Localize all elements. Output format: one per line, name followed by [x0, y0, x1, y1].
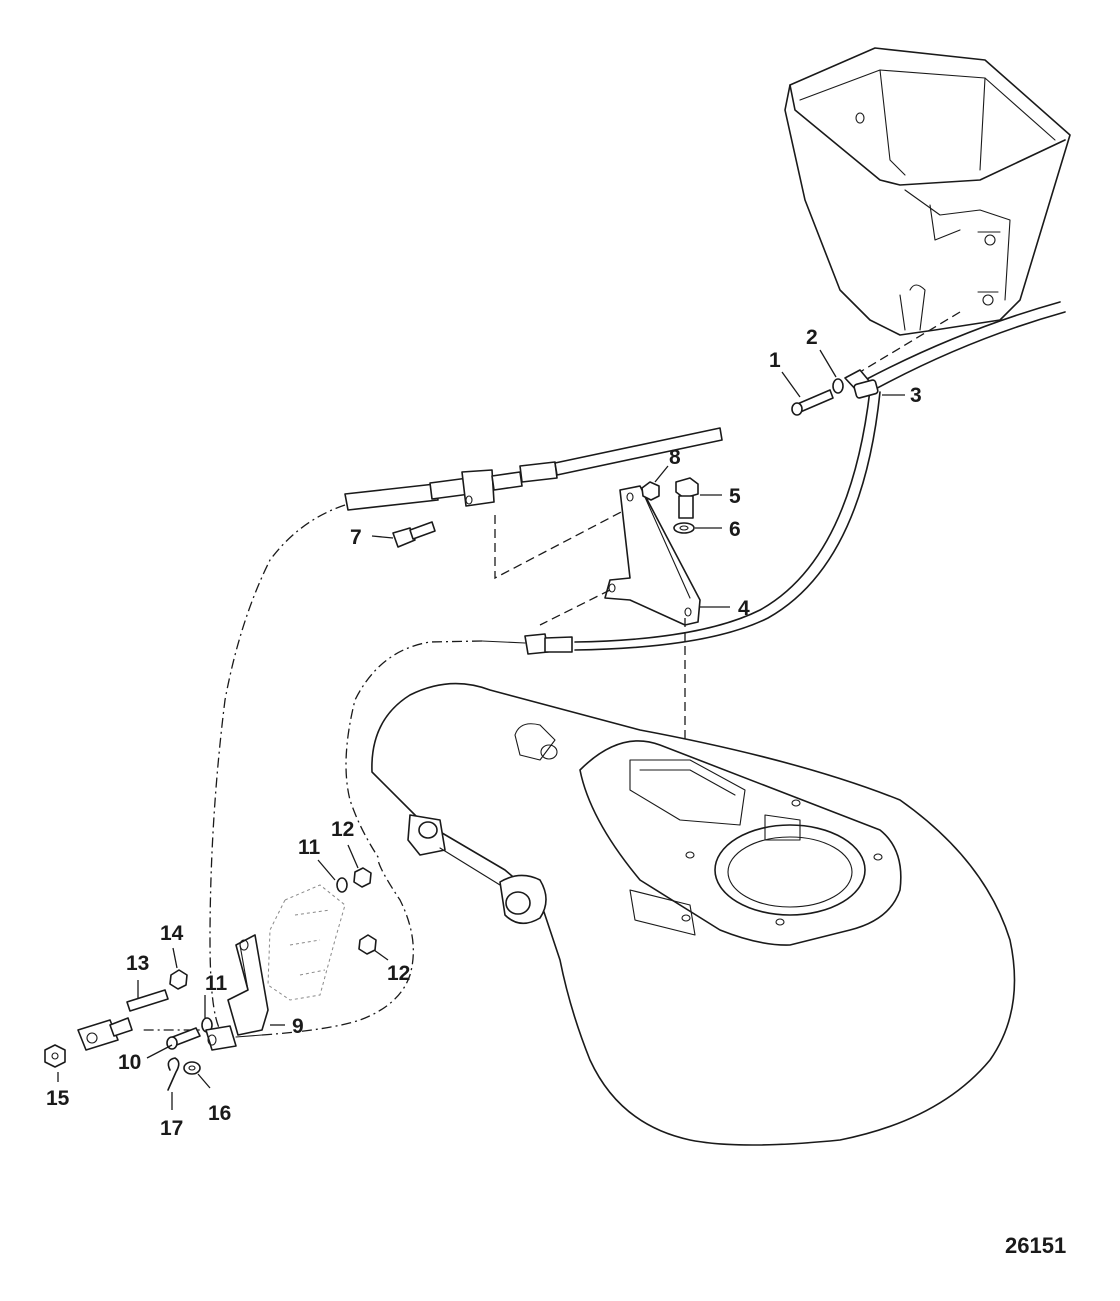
callout-5: 5: [729, 485, 741, 508]
callout-2: 2: [806, 326, 818, 349]
callout-17: 17: [160, 1117, 183, 1140]
callout-4: 4: [738, 597, 750, 620]
callout-14: 14: [160, 922, 184, 945]
callout-16: 16: [208, 1102, 231, 1125]
upper-housing: [784, 47, 1071, 376]
washer-11a: [336, 877, 348, 893]
callout-10: 10: [118, 1051, 141, 1074]
figure-number: 26151: [1005, 1233, 1066, 1258]
callout-12-lower: 12: [387, 962, 410, 985]
callout-13: 13: [126, 952, 149, 975]
lower-housing: [371, 682, 1016, 1146]
callout-8: 8: [669, 446, 681, 469]
fasteners-top: [392, 378, 844, 548]
remote-cable: [140, 427, 723, 1031]
callout-11-lower: 11: [205, 972, 228, 995]
shift-lever-assembly: [44, 859, 414, 1091]
callout-3: 3: [910, 384, 922, 407]
callout-6: 6: [729, 518, 741, 541]
callout-12-upper: 12: [331, 818, 354, 841]
callout-1: 1: [769, 349, 781, 372]
callout-7: 7: [350, 526, 362, 549]
leader-lines: [57, 349, 905, 1110]
callout-labels: 1 2 3 4 5 6 7 8 9 10 11 11 12 12 13 14 1…: [46, 326, 922, 1140]
callout-9: 9: [292, 1015, 304, 1038]
callout-15: 15: [46, 1087, 70, 1110]
shift-cable: [345, 301, 1066, 861]
callout-11-upper: 11: [298, 836, 321, 859]
